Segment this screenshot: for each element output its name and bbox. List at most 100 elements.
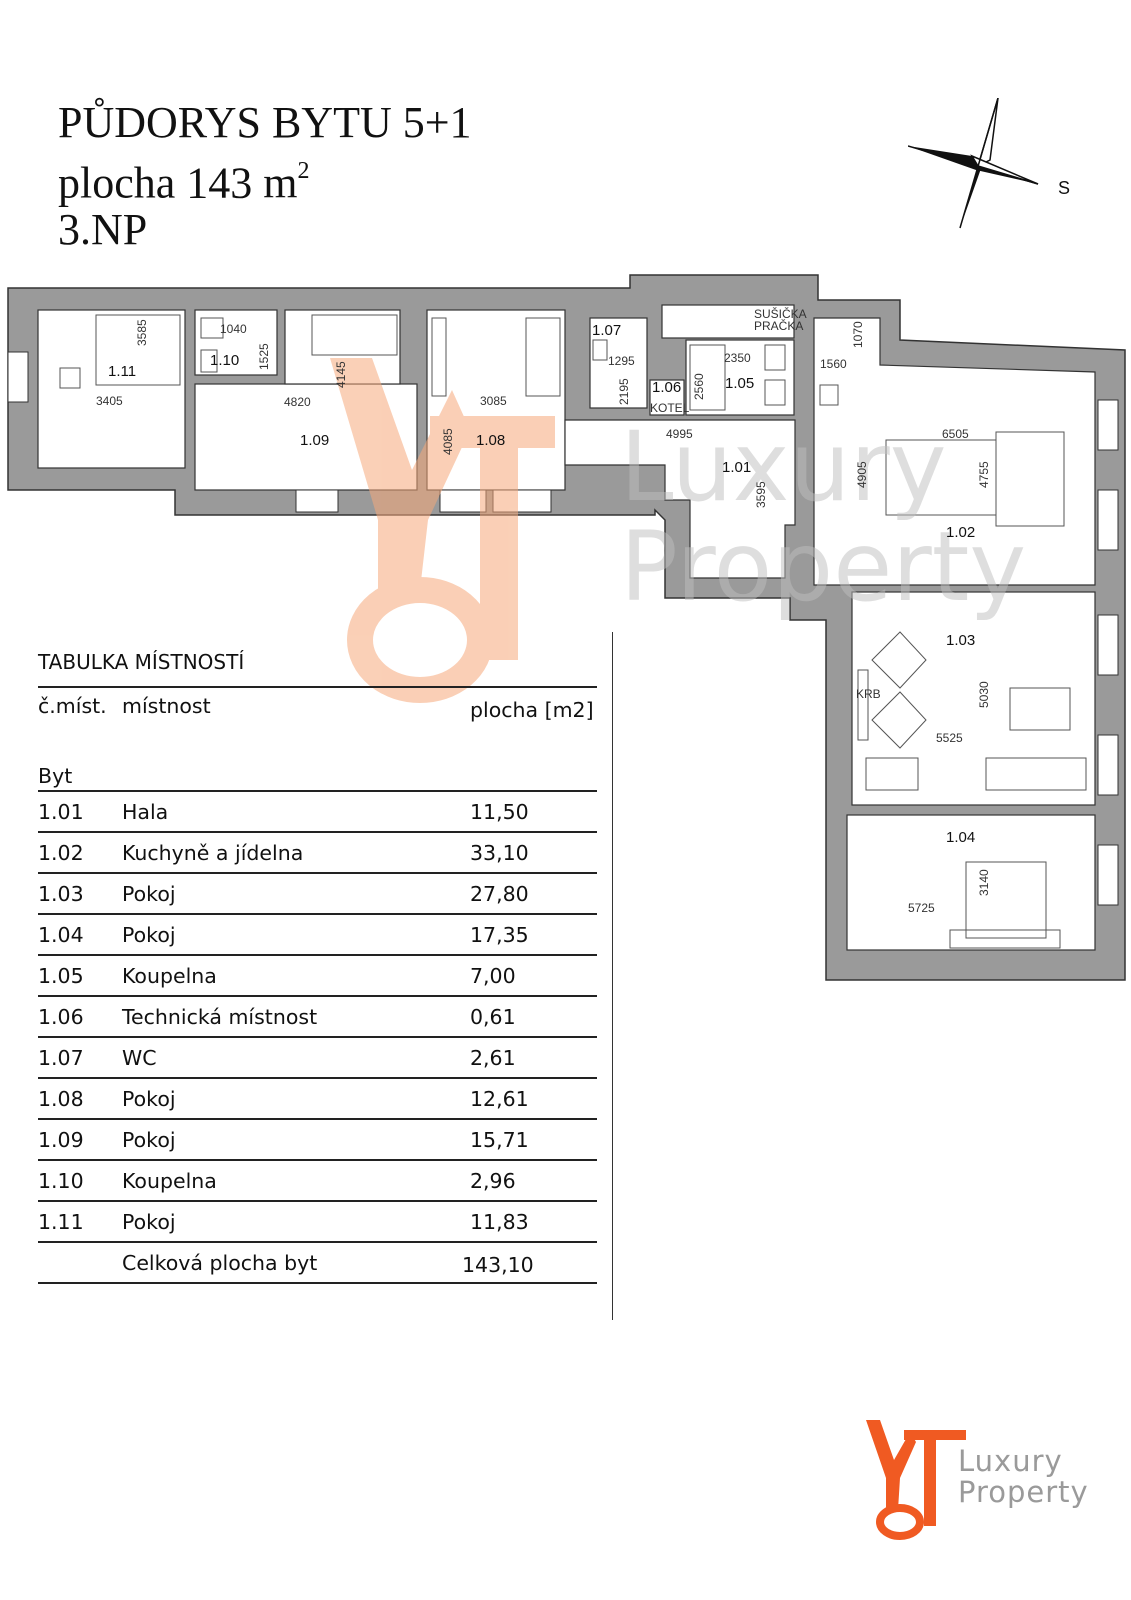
table-rule (38, 1241, 597, 1243)
brand-line-1: Luxury (958, 1444, 1063, 1478)
room-name: WC (122, 1046, 157, 1070)
dimension-label: 3595 (754, 481, 768, 508)
dimension-label: 2350 (724, 351, 751, 365)
table-rule (38, 1118, 597, 1120)
room-1-06-floor (649, 379, 685, 416)
room-area: 7,00 (470, 964, 516, 988)
room-area: 2,96 (470, 1169, 516, 1193)
watermark-word-1: Luxury (620, 411, 947, 523)
table-rule (38, 831, 597, 833)
room-label: 1.05 (725, 375, 754, 392)
area-text: plocha 143 m (58, 158, 298, 208)
room-number: 1.07 (38, 1046, 84, 1070)
room-name: Kuchyně a jídelna (122, 841, 304, 865)
windows (7, 351, 1119, 906)
dimension-label: 4905 (855, 461, 869, 488)
room-name: Koupelna (122, 1169, 217, 1193)
table-rule (38, 872, 597, 874)
room-name: Pokoj (122, 882, 176, 906)
dimension-label: 1040 (220, 322, 247, 336)
compass-south-label: S (1058, 178, 1071, 198)
room-area: 11,50 (470, 800, 529, 824)
dimension-label: 6505 (942, 427, 969, 441)
dimension-label: 5725 (908, 901, 935, 915)
room-number: 1.08 (38, 1087, 84, 1111)
room-name: Technická místnost (122, 1005, 318, 1029)
room-number: 1.03 (38, 882, 84, 906)
room-label: 1.11 (108, 363, 136, 380)
room-number: 1.10 (38, 1169, 84, 1193)
room-1-10-floor (194, 309, 278, 376)
table-rule (38, 1036, 597, 1038)
table-rule (38, 954, 597, 956)
room-area: 17,35 (470, 923, 529, 947)
room-number: 1.01 (38, 800, 84, 824)
floor-plan: Luxury Property 1.11 1.10 1.09 1.08 1.07… (7, 274, 1126, 981)
col-header-number: č.míst. (38, 694, 107, 718)
room-name: Pokoj (122, 1210, 176, 1234)
brand-name: Luxury Property (958, 1446, 1089, 1508)
room-name: Hala (122, 800, 169, 824)
room-label: 1.03 (946, 632, 975, 649)
room-name: Koupelna (122, 964, 217, 988)
table-rule (38, 995, 597, 997)
dimension-label: 4085 (441, 428, 455, 455)
room-area: 15,71 (470, 1128, 529, 1152)
dimension-label: 4755 (977, 461, 991, 488)
total-label: Celková plocha byt (122, 1251, 318, 1275)
room-label: 1.10 (210, 352, 239, 369)
plan-title: PŮDORYS BYTU 5+1 (58, 98, 472, 147)
boiler-label: KOTEL (650, 401, 690, 415)
table-rule (38, 686, 597, 688)
total-area: 143,10 (462, 1253, 534, 1277)
room-labels: 1.11 1.10 1.09 1.08 1.07 1.06 1.05 1.01 … (108, 322, 975, 846)
brand-line-2: Property (958, 1475, 1089, 1509)
room-1-11-floor (37, 309, 186, 469)
dimension-label: 1525 (257, 343, 271, 370)
room-table-title: TABULKA MÍSTNOSTÍ (38, 650, 245, 674)
room-1-01-floor (564, 419, 796, 579)
dimension-label: 1560 (820, 357, 847, 371)
room-1-05-floor (685, 339, 795, 416)
room-area: 0,61 (470, 1005, 516, 1029)
laundry-floor (661, 304, 795, 339)
brand-logo-icon (866, 1420, 966, 1540)
dimension-label: 3405 (96, 394, 123, 408)
room-floors (37, 304, 1096, 951)
table-rule (38, 913, 597, 915)
room-area: 12,61 (470, 1087, 529, 1111)
room-area: 33,10 (470, 841, 529, 865)
table-rule (38, 1159, 597, 1161)
dimension-label: 5030 (977, 681, 991, 708)
dimension-label: 4995 (666, 427, 693, 441)
col-header-area: plocha [m2] (470, 698, 594, 722)
dimension-label: 1070 (851, 321, 865, 348)
room-area: 27,80 (470, 882, 529, 906)
dimension-label: 4820 (284, 395, 311, 409)
table-rule (38, 1200, 597, 1202)
fixtures (59, 314, 1087, 949)
room-label: 1.06 (652, 379, 681, 396)
dimension-label: 3085 (480, 394, 507, 408)
room-1-04-floor (846, 814, 1096, 951)
col-header-room: místnost (122, 694, 211, 718)
page-divider (612, 632, 613, 1320)
room-name: Pokoj (122, 923, 176, 947)
room-number: 1.11 (38, 1210, 84, 1234)
table-rule (38, 1282, 597, 1284)
table-rule (38, 1077, 597, 1079)
watermark-logo (330, 358, 555, 703)
room-area: 11,83 (470, 1210, 529, 1234)
room-label: 1.09 (300, 432, 329, 449)
dimension-label: 3140 (977, 869, 991, 896)
watermark-word-2: Property (620, 511, 1026, 623)
room-number: 1.06 (38, 1005, 84, 1029)
room-number: 1.04 (38, 923, 84, 947)
room-label: 1.01 (722, 459, 751, 476)
room-1-07-floor (589, 317, 648, 409)
room-area: 2,61 (470, 1046, 516, 1070)
room-number: 1.02 (38, 841, 84, 865)
area-unit-sup: 2 (297, 158, 310, 184)
plan-area-heading: plocha 143 m2 (58, 150, 310, 209)
room-name: Pokoj (122, 1128, 176, 1152)
